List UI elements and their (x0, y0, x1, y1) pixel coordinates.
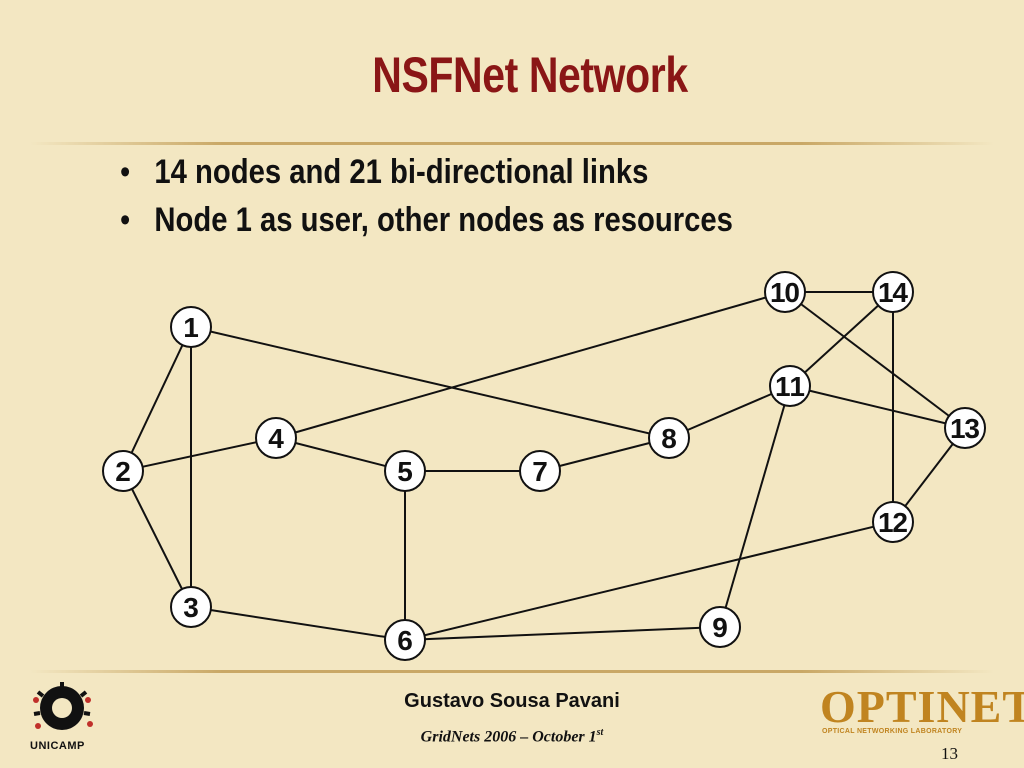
link-7-8 (539, 437, 670, 472)
node-circle (764, 271, 806, 313)
node-3: 3 (170, 586, 212, 628)
link-9-11 (719, 385, 791, 628)
optinet-logo: OPTINET (820, 680, 1024, 733)
node-4: 4 (255, 417, 297, 459)
event-suffix: st (596, 727, 604, 738)
node-label: 4 (268, 423, 284, 454)
node-circle (519, 450, 561, 492)
node-circle (102, 450, 144, 492)
node-9: 9 (699, 606, 741, 648)
link-3-6 (190, 606, 406, 641)
link-6-12 (404, 521, 894, 641)
bullet-icon: • (120, 201, 131, 239)
node-circle (255, 417, 297, 459)
event-text: GridNets 2006 – October 1 (420, 728, 597, 746)
event-line: GridNets 2006 – October 1st (0, 727, 1024, 746)
node-10: 10 (764, 271, 806, 313)
node-label: 2 (115, 456, 131, 487)
optinet-logo-text: OPTINET (820, 681, 1024, 732)
node-label: 6 (397, 625, 413, 656)
node-label: 11 (775, 371, 805, 402)
node-label: 7 (532, 456, 548, 487)
link-11-14 (789, 291, 894, 387)
top-divider (30, 142, 994, 145)
bullet-text: 14 nodes and 21 bi-directional links (154, 153, 649, 191)
node-label: 9 (712, 612, 728, 643)
node-7: 7 (519, 450, 561, 492)
optinet-logo-subtitle: OPTICAL NETWORKING LABORATORY (822, 728, 963, 735)
link-8-11 (668, 385, 791, 439)
node-circle (648, 417, 690, 459)
node-11: 11 (769, 365, 811, 407)
author-name: Gustavo Sousa Pavani (404, 690, 620, 712)
node-circle (769, 365, 811, 407)
link-2-4 (122, 437, 277, 472)
bullet-item: • Node 1 as user, other nodes as resource… (120, 196, 733, 244)
node-label: 1 (183, 312, 199, 343)
link-11-13 (789, 385, 966, 429)
node-label: 13 (950, 413, 980, 444)
node-12: 12 (872, 501, 914, 543)
node-label: 5 (397, 456, 413, 487)
node-circle (872, 271, 914, 313)
node-5: 5 (384, 450, 426, 492)
link-4-5 (275, 437, 406, 472)
node-13: 13 (944, 407, 986, 449)
node-label: 12 (878, 507, 908, 538)
node-1: 1 (170, 306, 212, 348)
link-2-3 (122, 470, 192, 608)
unicamp-logo-text: UNICAMP (30, 740, 85, 752)
link-6-9 (404, 626, 721, 641)
link-1-8 (190, 326, 670, 439)
slide-title: NSFNet Network (372, 47, 688, 103)
node-circle (944, 407, 986, 449)
link-1-2 (122, 326, 192, 472)
bullet-text: Node 1 as user, other nodes as resources (154, 201, 733, 239)
node-circle (170, 586, 212, 628)
link-10-13 (784, 291, 966, 429)
page-number: 13 (941, 744, 958, 763)
unicamp-logo-icon (33, 682, 93, 730)
bullet-item: • 14 nodes and 21 bi-directional links (120, 148, 733, 196)
node-label: 14 (878, 277, 908, 308)
node-label: 8 (661, 423, 677, 454)
node-circle (384, 450, 426, 492)
node-14: 14 (872, 271, 914, 313)
node-label: 3 (183, 592, 199, 623)
node-label: 10 (770, 277, 800, 308)
node-2: 2 (102, 450, 144, 492)
bottom-divider (30, 670, 994, 673)
node-circle (699, 606, 741, 648)
network-links (122, 291, 966, 641)
node-circle (872, 501, 914, 543)
node-circle (170, 306, 212, 348)
link-4-10 (275, 291, 786, 439)
node-8: 8 (648, 417, 690, 459)
bullet-list: • 14 nodes and 21 bi-directional links • N… (120, 148, 833, 244)
node-circle (384, 619, 426, 661)
node-6: 6 (384, 619, 426, 661)
bullet-icon: • (120, 153, 131, 191)
